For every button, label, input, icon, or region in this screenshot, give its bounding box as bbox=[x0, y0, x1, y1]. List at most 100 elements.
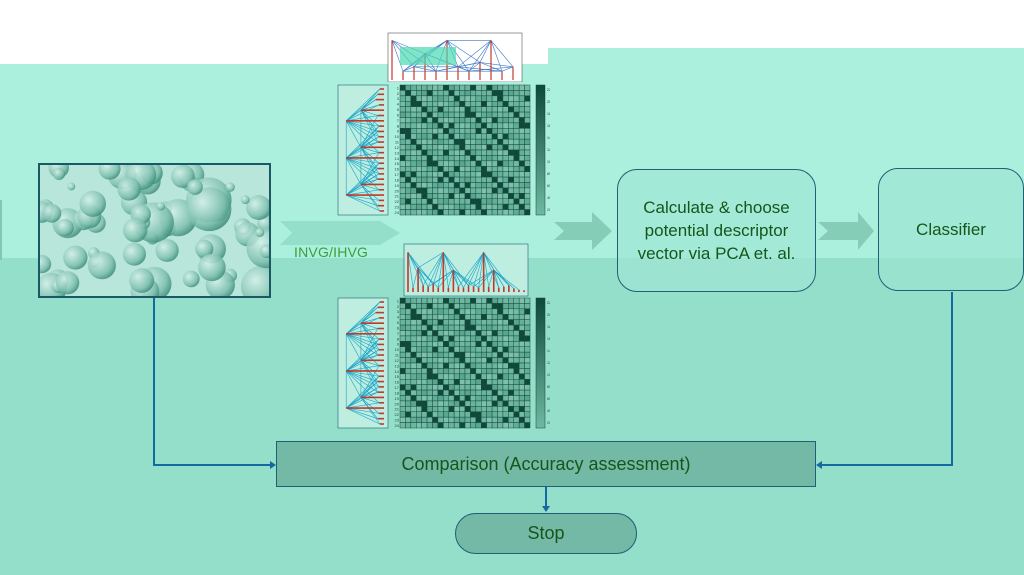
matrix-cell bbox=[405, 379, 412, 385]
matrix-cell bbox=[464, 314, 471, 320]
matrix-cell bbox=[459, 308, 466, 315]
matrix-cell bbox=[416, 111, 422, 118]
matrix-cell bbox=[453, 379, 460, 385]
matrix-cell bbox=[416, 384, 422, 391]
matrix-cell bbox=[464, 357, 471, 364]
matrix-cell bbox=[486, 101, 493, 107]
matrix-cell bbox=[453, 95, 460, 102]
matrix-cell bbox=[410, 203, 417, 210]
matrix-cell bbox=[518, 203, 525, 210]
classifier-node[interactable]: Classifier bbox=[878, 168, 1024, 291]
matrix-cell bbox=[410, 84, 417, 91]
matrix-cell bbox=[405, 101, 412, 107]
matrix-cell bbox=[453, 203, 460, 210]
matrix-cell bbox=[432, 160, 439, 167]
matrix-cell bbox=[448, 171, 455, 178]
matrix-cell bbox=[426, 373, 433, 380]
matrix-row-label: 23 bbox=[395, 205, 400, 210]
matrix-cell bbox=[464, 416, 471, 423]
matrix-cell bbox=[475, 171, 482, 178]
matrix-cell bbox=[410, 319, 417, 326]
matrix-cell bbox=[524, 411, 531, 418]
matrix-cell bbox=[432, 319, 439, 326]
matrix-cell bbox=[437, 411, 444, 418]
matrix-cell bbox=[497, 416, 504, 423]
matrix-cell bbox=[524, 209, 531, 216]
matrix-cell bbox=[405, 416, 412, 423]
graph-edge bbox=[360, 360, 380, 388]
graph-edge bbox=[407, 252, 424, 286]
matrix-cell bbox=[437, 176, 444, 183]
stop-node[interactable]: Stop bbox=[455, 513, 637, 554]
graph-edge bbox=[360, 184, 380, 201]
matrix-cell bbox=[513, 128, 520, 134]
matrix-cell bbox=[508, 203, 514, 210]
matrix-cell bbox=[470, 144, 477, 151]
matrix-cell bbox=[491, 90, 498, 97]
matrix-cell bbox=[410, 122, 417, 129]
matrix-cell bbox=[502, 324, 509, 331]
matrix-cell bbox=[448, 106, 455, 113]
matrix-cell bbox=[399, 335, 406, 342]
matrix-cell bbox=[481, 138, 487, 145]
matrix-cell bbox=[437, 95, 444, 102]
matrix-cell bbox=[481, 95, 487, 102]
matrix-cell bbox=[502, 128, 509, 134]
matrix-row-label: 21 bbox=[395, 194, 400, 199]
matrix-cell bbox=[432, 341, 439, 348]
matrix-cell bbox=[399, 155, 406, 162]
graph-edge bbox=[443, 252, 459, 287]
matrix-cell bbox=[459, 138, 466, 145]
matrix-cell bbox=[497, 84, 504, 91]
graph-edge bbox=[457, 66, 470, 72]
matrix-cell bbox=[459, 406, 466, 412]
matrix-cell bbox=[405, 84, 412, 91]
matrix-cell bbox=[432, 95, 439, 102]
graph-edge bbox=[360, 88, 381, 111]
matrix-cell bbox=[443, 422, 450, 429]
matrix-cell bbox=[421, 160, 428, 167]
matrix-cell bbox=[486, 406, 493, 412]
matrix-cell bbox=[448, 203, 455, 210]
matrix-cell bbox=[486, 117, 493, 124]
matrix-cell bbox=[524, 155, 531, 162]
colorbar-tick-label: 120 bbox=[547, 148, 550, 152]
matrix-cell bbox=[416, 406, 422, 412]
matrix-cell bbox=[491, 368, 498, 375]
matrix-cell bbox=[405, 122, 412, 129]
matrix-cell bbox=[470, 90, 477, 97]
matrix-cell bbox=[410, 368, 417, 375]
matrix-cell bbox=[448, 357, 455, 364]
matrix-cell bbox=[497, 373, 504, 380]
matrix-cell bbox=[437, 101, 444, 107]
graph-edge bbox=[346, 370, 380, 377]
comparison-node[interactable]: Comparison (Accuracy assessment) bbox=[276, 441, 816, 487]
matrix-cell bbox=[502, 308, 509, 315]
matrix-cell bbox=[405, 133, 412, 140]
matrix-cell bbox=[416, 171, 422, 178]
graph-edge bbox=[346, 184, 362, 196]
matrix-cell bbox=[410, 95, 417, 102]
matrix-cell bbox=[432, 297, 439, 304]
matrix-cell bbox=[481, 379, 487, 385]
colorbar-tick-label: 180 bbox=[547, 112, 550, 116]
matrix-cell bbox=[470, 149, 477, 156]
descriptor-node[interactable]: Calculate & choose potential descriptor … bbox=[617, 169, 816, 292]
matrix-cell bbox=[486, 346, 493, 353]
graph-edge bbox=[360, 338, 380, 361]
matrix-cell bbox=[486, 324, 493, 331]
matrix-cell bbox=[459, 106, 466, 113]
input-particle-image[interactable] bbox=[38, 163, 271, 298]
graph-edge bbox=[493, 269, 520, 291]
matrix-cell bbox=[432, 368, 439, 375]
graph-edge bbox=[453, 269, 464, 288]
matrix-cell bbox=[410, 111, 417, 118]
matrix-cell bbox=[518, 335, 525, 342]
matrix-cell bbox=[437, 314, 444, 320]
matrix-cell bbox=[513, 155, 520, 162]
matrix-cell bbox=[502, 389, 509, 396]
matrix-cell bbox=[410, 335, 417, 342]
graph-edge bbox=[346, 370, 378, 382]
matrix-cell bbox=[399, 128, 406, 134]
matrix-cell bbox=[410, 101, 417, 107]
